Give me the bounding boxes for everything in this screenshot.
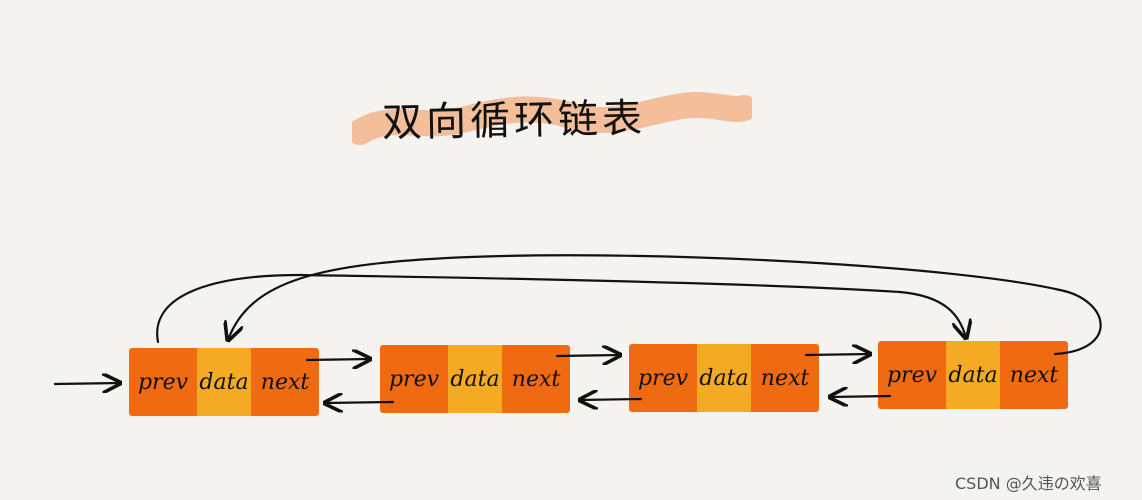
diagram-title: 双向循环链表 [352,82,752,152]
head-to-tail-arrow [156,273,966,344]
watermark: CSDN @久违の欢喜 [955,474,1102,493]
prev-arrow-4-3 [830,396,892,397]
node-prev-pointer: prev [380,345,448,413]
node-next-pointer: next [251,348,319,416]
node-prev-pointer: prev [878,341,946,409]
title-brush-stroke [352,92,752,145]
list-node-3: prev data next [629,344,819,412]
tail-to-head-arrow [228,254,1102,356]
next-arrow-3-4 [804,354,870,355]
prev-arrow-2-1 [325,402,395,403]
list-node-4: prev data next [878,341,1068,409]
prev-arrow-3-2 [580,399,643,400]
list-node-2: prev data next [380,345,570,413]
node-data-field: data [697,344,751,412]
node-data-field: data [946,341,1000,409]
node-next-pointer: next [1000,341,1068,409]
next-arrow-2-3 [555,355,620,356]
next-arrow-1-2 [305,359,370,360]
node-prev-pointer: prev [129,348,197,416]
node-prev-pointer: prev [629,344,697,412]
head-entry-arrow [53,383,120,384]
node-data-field: data [448,345,502,413]
list-node-1: prev data next [129,348,319,416]
node-data-field: data [197,348,251,416]
